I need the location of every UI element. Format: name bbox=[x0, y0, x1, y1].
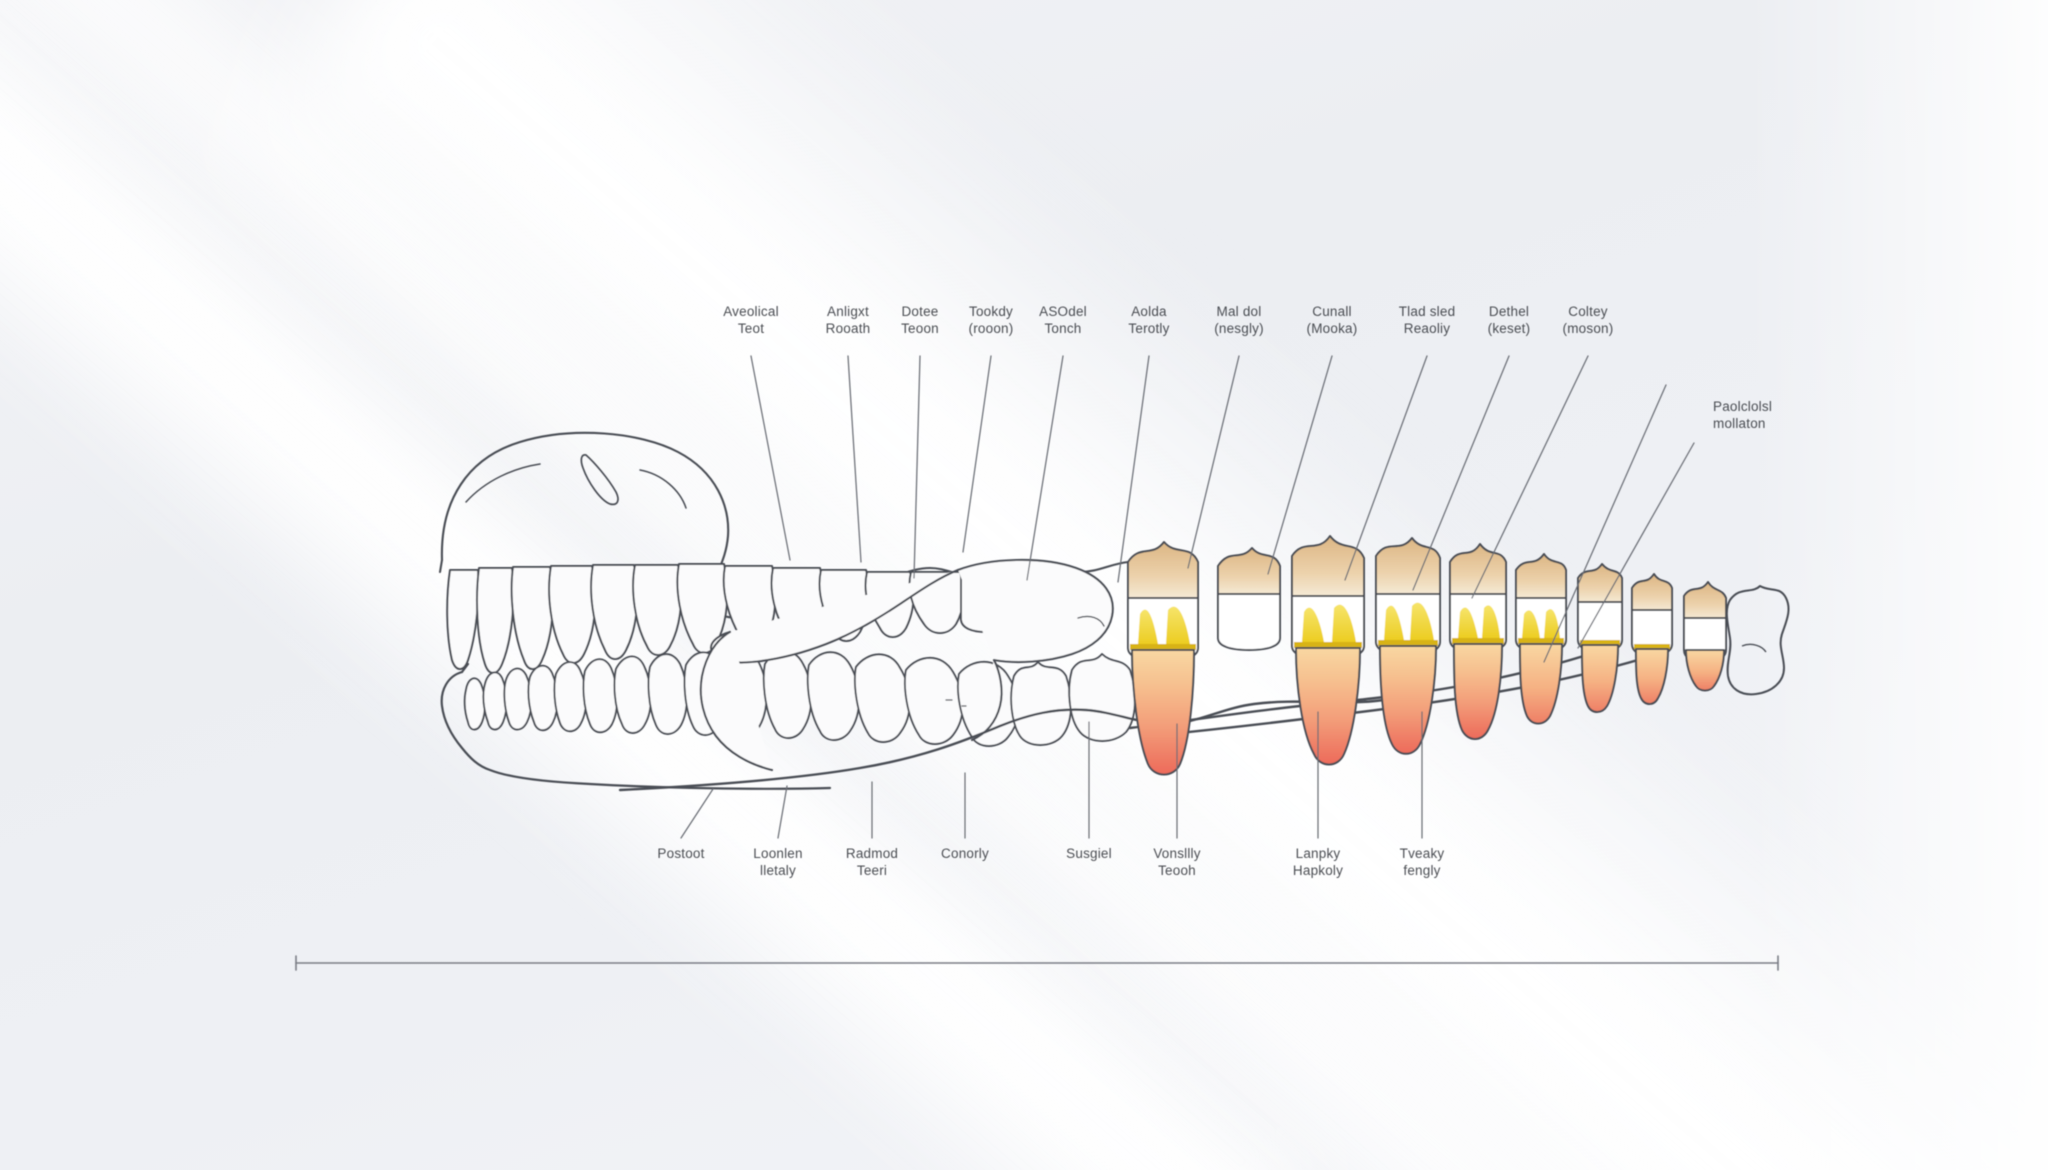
label-bottom-7: Lanpky Hapkoly bbox=[1292, 846, 1344, 878]
label-top-6: Aolda Terotly bbox=[1128, 304, 1170, 336]
tooth-colored-4 bbox=[1375, 537, 1441, 755]
label-top-3: Dotee Teoon bbox=[901, 304, 939, 336]
label-top-5: ASOdel Tonch bbox=[1039, 304, 1087, 336]
label-top-10: Dethel (keset) bbox=[1487, 304, 1531, 336]
tooth-colored-3 bbox=[1291, 535, 1365, 766]
leader-lines-bottom bbox=[680, 711, 1423, 839]
leader-lines-top bbox=[750, 355, 1589, 599]
tooth-colored-7 bbox=[1577, 563, 1623, 713]
label-bottom-3: Radmod Teeri bbox=[845, 846, 899, 878]
colored-teeth-group bbox=[1127, 535, 1790, 776]
tooth-outline-ghost bbox=[1725, 585, 1790, 696]
tooth-colored-8 bbox=[1631, 573, 1673, 705]
mandibular-ramus bbox=[699, 558, 1114, 772]
label-bottom-1: Postoot bbox=[657, 846, 705, 861]
label-bottom-6: Vonsllly Teooh bbox=[1153, 846, 1201, 878]
label-top-8: Cunall (Mooka) bbox=[1306, 304, 1358, 336]
tooth-colored-1 bbox=[1127, 541, 1199, 776]
label-top-11: Coltey (moson) bbox=[1562, 304, 1614, 336]
leader-lines-right bbox=[1543, 384, 1695, 663]
mandible-outline bbox=[440, 662, 832, 790]
tooth-colored-9 bbox=[1683, 581, 1727, 692]
lower-teeth-plain bbox=[463, 650, 1136, 747]
label-bottom-4: Conorly bbox=[941, 846, 989, 861]
label-top-9: Tlad sled Reaoliy bbox=[1398, 304, 1456, 336]
tooth-colored-5 bbox=[1449, 543, 1507, 740]
label-top-2: Anligxt Rooath bbox=[825, 304, 871, 336]
label-bottom-8: Tveaky fengly bbox=[1399, 846, 1445, 878]
label-top-7: Mal dol (nesgly) bbox=[1214, 304, 1264, 336]
tooth-colored-2 bbox=[1217, 547, 1281, 651]
label-bottom-2: Loonlen lletaly bbox=[753, 846, 803, 878]
scale-bar bbox=[295, 955, 1779, 971]
tooth-colored-6 bbox=[1515, 553, 1567, 725]
label-top-4: Tookdy (rooon) bbox=[968, 304, 1014, 336]
label-top-1: Aveolical Teot bbox=[723, 304, 779, 336]
label-right-1: Paolclolsl mollaton bbox=[1713, 399, 1773, 431]
label-bottom-5: Susgiel bbox=[1066, 846, 1112, 861]
